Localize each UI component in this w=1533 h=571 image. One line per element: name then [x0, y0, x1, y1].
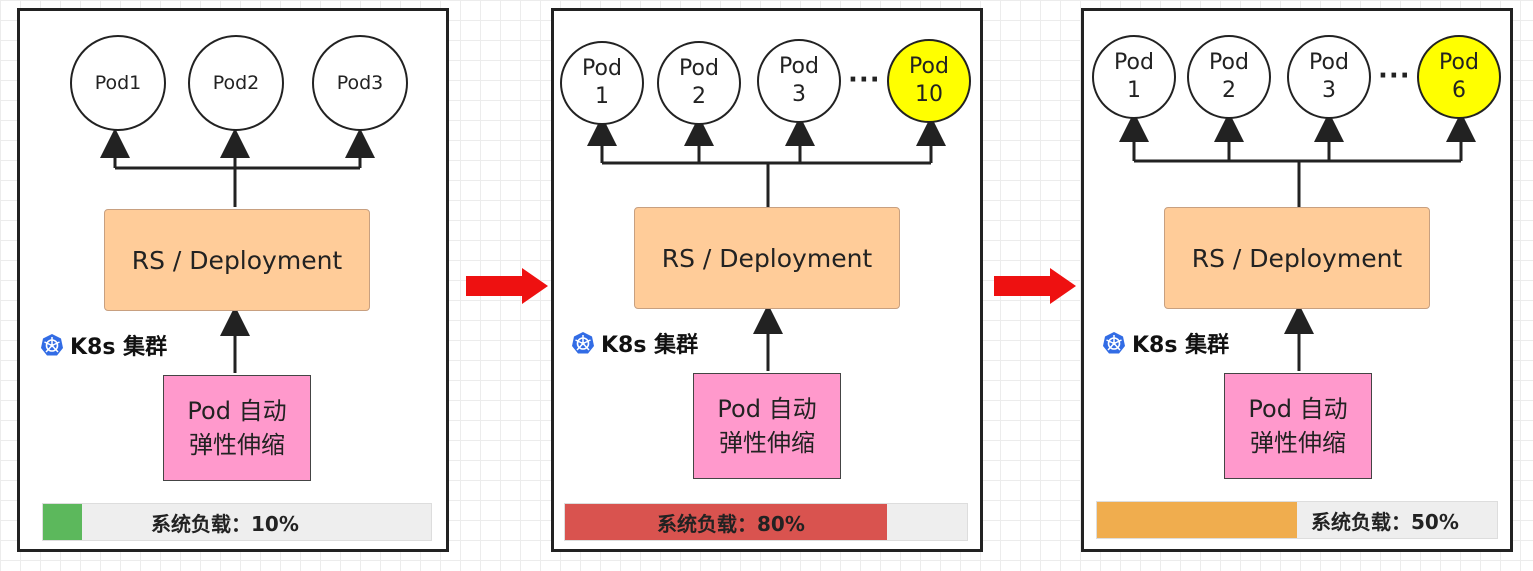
system-load-fill — [565, 504, 887, 540]
transition-arrow-2 — [994, 268, 1076, 304]
cluster-label-text: K8s 集群 — [1132, 333, 1230, 358]
system-load-bar: 系统负载：50% — [1096, 501, 1498, 539]
system-load-label: 系统负载：80% — [657, 511, 805, 536]
panel-3: Pod 1 Pod 2 Pod 3 ··· Pod 6 RS / Deploym… — [1081, 8, 1513, 552]
panel-1-connectors — [100, 128, 375, 373]
pod-autoscaler-box: Pod 自动 弹性伸缩 — [693, 373, 841, 479]
pod-node: Pod 1 — [560, 41, 644, 125]
cluster-label-text: K8s 集群 — [601, 333, 699, 358]
pod-node: Pod 3 — [1287, 35, 1371, 119]
pod-autoscaler-box: Pod 自动 弹性伸缩 — [1224, 373, 1372, 479]
panel-3-connectors — [1119, 112, 1476, 371]
kubernetes-icon — [1103, 332, 1125, 354]
autoscaler-line-2: 弹性伸缩 — [189, 431, 285, 459]
system-load-label: 系统负载：50% — [1311, 509, 1459, 534]
pod-autoscaler-box: Pod 自动 弹性伸缩 — [163, 375, 311, 481]
pod-node: Pod1 — [70, 35, 166, 131]
pod-node: Pod3 — [312, 35, 408, 131]
panel-2: Pod 1 Pod 2 Pod 3 ··· Pod 10 RS / Deploy… — [551, 8, 983, 552]
cluster-label-text: K8s 集群 — [70, 335, 168, 360]
rs-deployment-box: RS / Deployment — [634, 207, 900, 309]
cluster-label: K8s 集群 — [1102, 327, 1229, 359]
autoscaler-line-1: Pod 自动 — [187, 397, 287, 425]
pod-node: Pod2 — [188, 35, 284, 131]
system-load-fill — [43, 504, 82, 540]
system-load-bar: 系统负载：10% — [42, 503, 432, 541]
pod-node: Pod 1 — [1092, 35, 1176, 119]
system-load-fill — [1097, 502, 1297, 538]
panel-2-connectors — [587, 116, 946, 371]
pod-node-new: Pod 10 — [887, 39, 971, 123]
pod-node: Pod 3 — [757, 39, 841, 123]
rs-deployment-box: RS / Deployment — [1164, 207, 1430, 309]
autoscaler-line-2: 弹性伸缩 — [1250, 429, 1346, 457]
panel-1: Pod1 Pod2 Pod3 RS / Deployment K8s 集群 Po… — [17, 8, 449, 552]
autoscaler-line-1: Pod 自动 — [717, 395, 817, 423]
autoscaler-line-2: 弹性伸缩 — [719, 429, 815, 457]
autoscaler-line-1: Pod 自动 — [1248, 395, 1348, 423]
system-load-label: 系统负载：10% — [151, 511, 299, 536]
kubernetes-icon — [41, 334, 63, 356]
transition-arrow-1 — [466, 268, 548, 304]
more-pods-ellipsis: ··· — [1378, 61, 1411, 91]
pod-node: Pod 2 — [1187, 35, 1271, 119]
pod-node: Pod 2 — [657, 41, 741, 125]
cluster-label: K8s 集群 — [40, 329, 167, 361]
kubernetes-icon — [572, 332, 594, 354]
rs-deployment-box: RS / Deployment — [104, 209, 370, 311]
more-pods-ellipsis: ··· — [848, 65, 881, 95]
pod-node-new: Pod 6 — [1417, 35, 1501, 119]
cluster-label: K8s 集群 — [571, 327, 698, 359]
system-load-bar: 系统负载：80% — [564, 503, 968, 541]
